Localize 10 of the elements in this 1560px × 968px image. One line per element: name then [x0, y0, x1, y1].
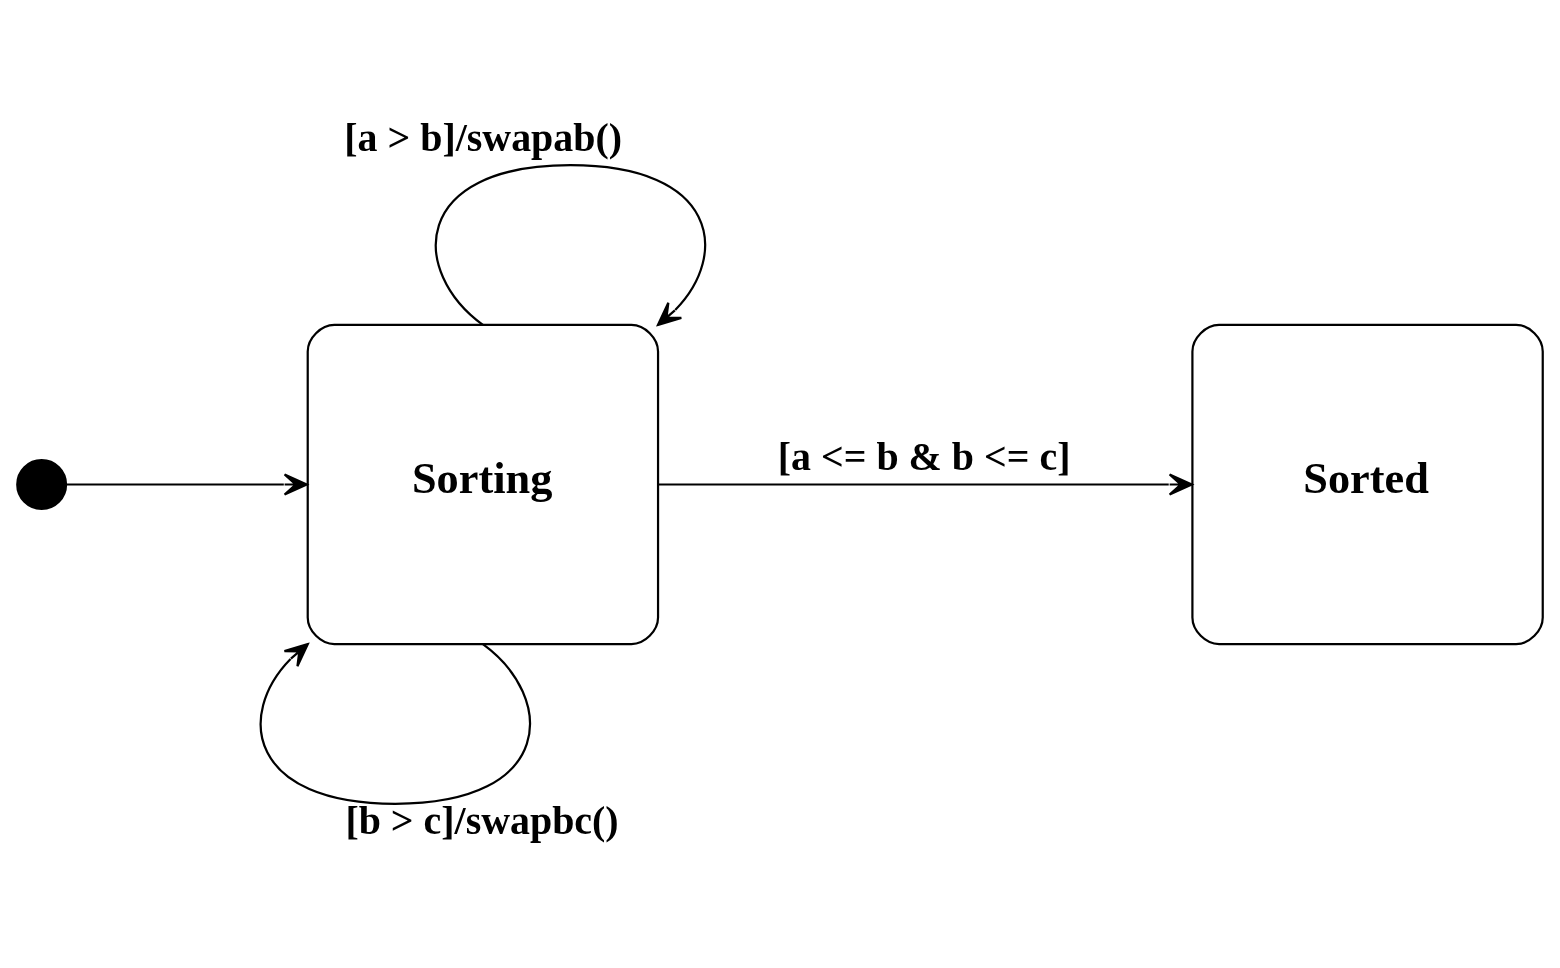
edge-label: [a <= b & b <= c]: [777, 433, 1071, 479]
arrow: [659, 472, 1193, 496]
arrow: [66, 472, 308, 496]
arrow: [434, 163, 707, 326]
arrow: [259, 642, 531, 805]
edge-label: [a > b]/swapab(): [344, 114, 623, 160]
edge-label: [b > c]/swapbc(): [345, 797, 619, 842]
node-box: Sorted: [1191, 323, 1544, 645]
node-circle: [16, 458, 68, 510]
node-box: Sorting: [306, 323, 660, 645]
